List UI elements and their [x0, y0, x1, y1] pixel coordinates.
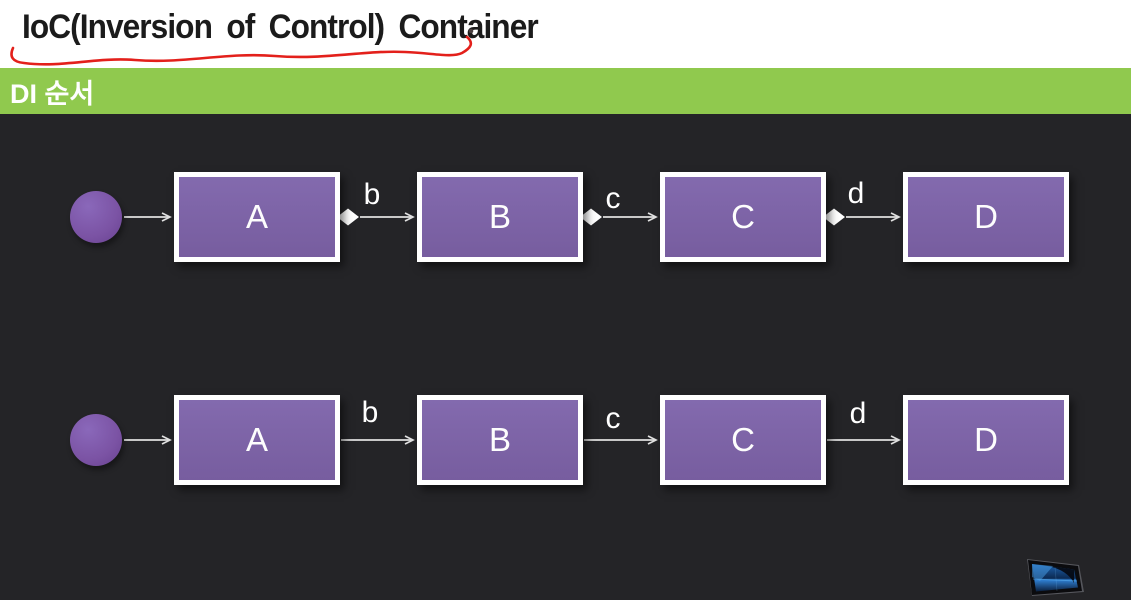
diagram-node: D — [903, 395, 1069, 485]
start-circle — [70, 191, 122, 243]
diagram-node: B — [417, 395, 583, 485]
widescreen-tv-icon — [1027, 559, 1084, 596]
section-header-bar: DI 순서 — [0, 68, 1131, 114]
edge-label: d — [847, 177, 865, 210]
node-label: B — [488, 421, 511, 458]
node-label: C — [731, 421, 755, 458]
diagram-node: B — [417, 172, 583, 262]
section-title: DI 순서 — [10, 78, 95, 109]
diamond-icon — [823, 208, 845, 226]
node-label: B — [488, 198, 511, 235]
node-label: D — [974, 421, 998, 458]
diagram-node: C — [660, 395, 826, 485]
diagram-node: A — [174, 395, 340, 485]
node-label: D — [974, 198, 998, 235]
edge-label: d — [849, 397, 867, 430]
node-label: A — [245, 198, 268, 235]
edge-label: c — [605, 182, 621, 215]
diamond-icon — [337, 208, 359, 226]
title-bar: IoC(Inversion of Control) Container — [0, 0, 1131, 68]
node-label: A — [245, 421, 268, 458]
edge-label: b — [363, 178, 381, 211]
start-circle — [70, 414, 122, 466]
diagram-node: A — [174, 172, 340, 262]
node-label: C — [731, 198, 755, 235]
edge-label: c — [605, 402, 621, 435]
diagram-node: C — [660, 172, 826, 262]
diagram-node: D — [903, 172, 1069, 262]
edge-label: b — [361, 396, 379, 429]
